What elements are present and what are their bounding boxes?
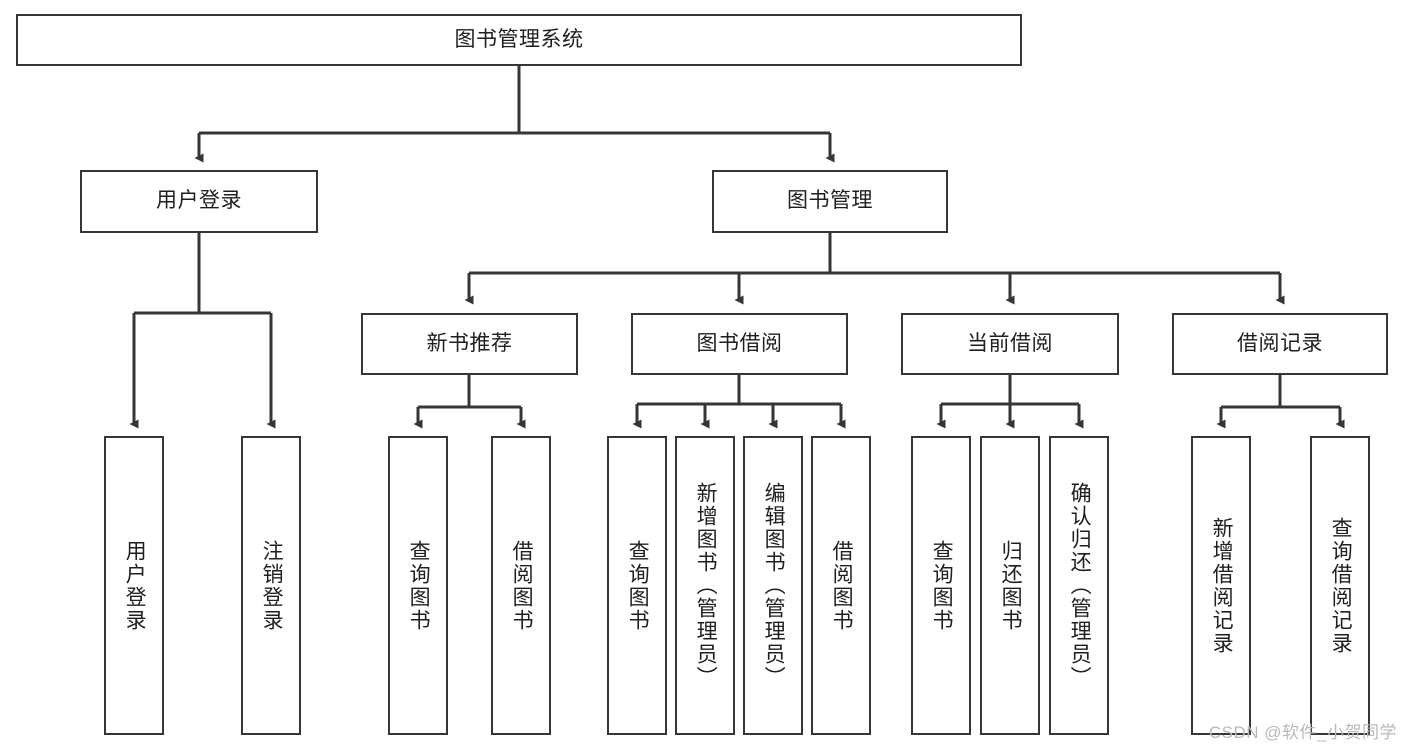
leaf-confirm-return-admin[interactable]: 确认归还（管理员）	[1049, 436, 1109, 735]
leaf-borrow-book-1[interactable]: 借阅图书	[491, 436, 551, 735]
node-current-borrow-label: 当前借阅	[967, 331, 1053, 355]
leaf-edit-book-admin-label: 编辑图书（管理员）	[762, 482, 786, 689]
leaf-query-book-1-label: 查询图书	[407, 539, 431, 632]
node-user-login[interactable]: 用户登录	[80, 170, 318, 233]
node-book-borrow[interactable]: 图书借阅	[631, 313, 848, 375]
watermark: CSDN @软件_小贺同学	[1208, 723, 1397, 742]
node-borrow-record-label: 借阅记录	[1237, 331, 1323, 355]
leaf-query-borrow-record[interactable]: 查询借阅记录	[1310, 436, 1370, 735]
node-book-management-label: 图书管理	[787, 189, 873, 213]
leaf-query-book-2-label: 查询图书	[626, 539, 650, 632]
leaf-add-borrow-record-label: 新增借阅记录	[1210, 516, 1234, 655]
leaf-user-login[interactable]: 用户登录	[104, 436, 164, 735]
leaf-return-book[interactable]: 归还图书	[980, 436, 1040, 735]
node-borrow-record[interactable]: 借阅记录	[1172, 313, 1388, 375]
leaf-logout[interactable]: 注销登录	[241, 436, 301, 735]
node-book-borrow-label: 图书借阅	[696, 331, 783, 355]
leaf-edit-book-admin[interactable]: 编辑图书（管理员）	[743, 436, 803, 735]
leaf-return-book-label: 归还图书	[999, 539, 1023, 632]
node-root-label: 图书管理系统	[454, 27, 584, 51]
leaf-query-book-2[interactable]: 查询图书	[607, 436, 667, 735]
leaf-logout-label: 注销登录	[260, 539, 284, 632]
leaf-user-login-label: 用户登录	[123, 539, 147, 632]
leaf-add-book-admin[interactable]: 新增图书（管理员）	[675, 436, 735, 735]
leaf-confirm-return-admin-label: 确认归还（管理员）	[1068, 482, 1092, 689]
node-book-management[interactable]: 图书管理	[712, 170, 948, 233]
node-root[interactable]: 图书管理系统	[16, 14, 1022, 66]
node-user-login-label: 用户登录	[156, 189, 242, 213]
node-new-book-recommend-label: 新书推荐	[426, 331, 513, 355]
node-current-borrow[interactable]: 当前借阅	[901, 313, 1119, 375]
node-new-book-recommend[interactable]: 新书推荐	[361, 313, 578, 375]
leaf-borrow-book-2[interactable]: 借阅图书	[811, 436, 871, 735]
leaf-borrow-book-1-label: 借阅图书	[510, 539, 534, 632]
leaf-query-borrow-record-label: 查询借阅记录	[1329, 516, 1353, 655]
leaf-borrow-book-2-label: 借阅图书	[830, 539, 854, 632]
leaf-query-book-3[interactable]: 查询图书	[911, 436, 971, 735]
leaf-add-book-admin-label: 新增图书（管理员）	[694, 482, 718, 689]
leaf-query-book-3-label: 查询图书	[930, 539, 954, 632]
leaf-add-borrow-record[interactable]: 新增借阅记录	[1191, 436, 1251, 735]
leaf-query-book-1[interactable]: 查询图书	[388, 436, 448, 735]
